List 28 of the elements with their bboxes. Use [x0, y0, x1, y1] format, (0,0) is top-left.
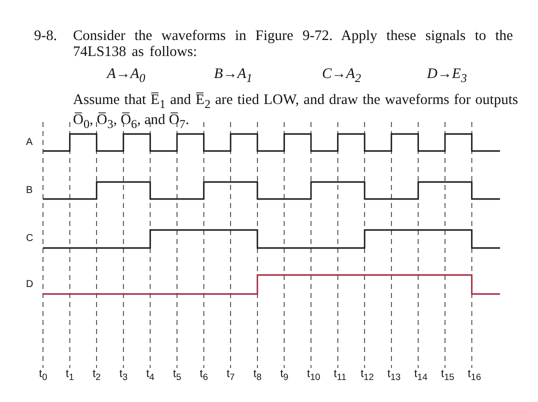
signal-mapping: B→A$_{1}$: [214, 66, 252, 86]
time-label: t$_{2}$: [92, 368, 101, 382]
signal-mapping: D→E$_{3}$: [427, 66, 467, 86]
time-label: t$_{15}$: [441, 368, 454, 382]
time-label: t$_{7}$: [226, 368, 235, 382]
time-label: t$_{1}$: [66, 368, 74, 382]
signal-name: A: [26, 136, 33, 148]
time-label: t$_{4}$: [146, 368, 154, 382]
problem-text: Assume that E̅$_{1}$ and E̅$_{2}$ are tied LOW, and draw the waveforms for outputs O̅$_{0}$, O̅$_{3}$, O̅$_{6}$, and O̅$_{7}$.: [73, 92, 518, 132]
problem-text: Consider the waveforms in Figure 9-72. Apply these signals to the 74LS138 as follows:: [73, 28, 513, 60]
time-label: t$_{14}$: [414, 368, 428, 382]
signal-mapping: A→A$_{0}$: [107, 66, 146, 86]
signal-mapping: C→A$_{2}$: [322, 66, 362, 86]
problem-number: 9-8.: [34, 28, 57, 44]
signal-name: D: [26, 278, 34, 290]
time-label: t$_{10}$: [307, 368, 320, 382]
time-label: t$_{6}$: [200, 368, 208, 382]
time-label: t$_{12}$: [360, 368, 374, 382]
time-label: t$_{0}$: [39, 368, 48, 382]
signal-name: B: [26, 184, 33, 196]
signal-name: C: [26, 233, 34, 244]
time-label: t$_{16}$: [468, 368, 482, 382]
time-label: t$_{11}$: [334, 368, 346, 382]
time-label: t$_{8}$: [253, 368, 262, 382]
time-label: t$_{5}$: [173, 368, 182, 382]
time-label: t$_{3}$: [119, 368, 128, 382]
time-label: t$_{13}$: [387, 368, 401, 382]
time-label: t$_{9}$: [280, 368, 288, 382]
